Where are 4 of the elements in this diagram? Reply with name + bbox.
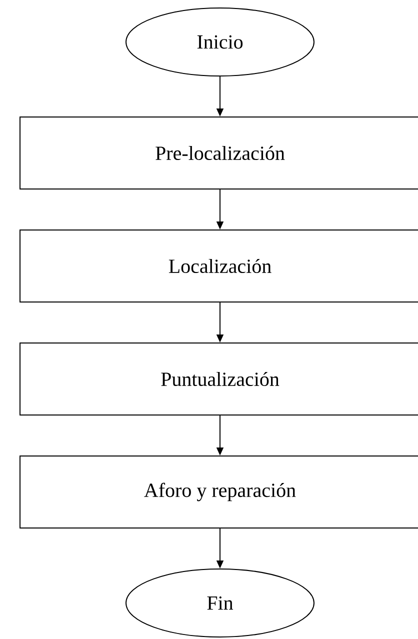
process-box: Pre-localización <box>20 116 418 190</box>
process-box: Aforo y reparación <box>20 456 418 528</box>
process-box: Puntualización <box>20 342 418 416</box>
process-box: Localización <box>20 230 418 302</box>
